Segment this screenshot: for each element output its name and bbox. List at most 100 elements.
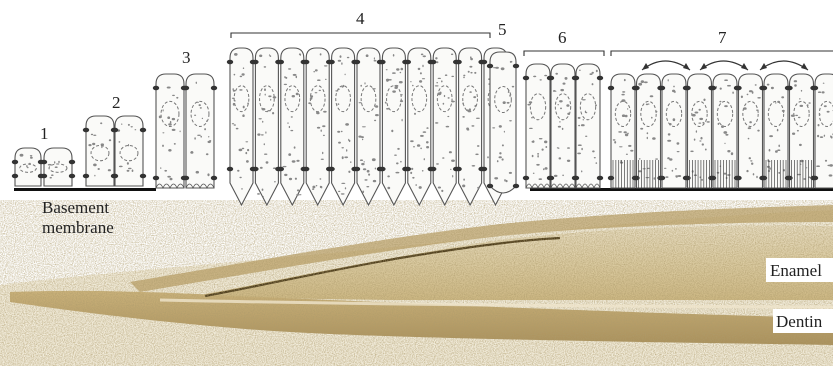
- cell-organelle: [795, 115, 798, 116]
- cell-membrane: [688, 74, 712, 188]
- cell-organelle: [290, 130, 293, 131]
- cell-junction: [278, 167, 284, 172]
- cell-organelle: [322, 152, 323, 154]
- cell-organelle: [287, 122, 288, 123]
- cell-organelle: [545, 146, 547, 148]
- cell-organelle: [400, 161, 402, 163]
- cell-organelle: [202, 118, 203, 119]
- cell-organelle: [756, 176, 758, 178]
- cell-organelle: [363, 168, 366, 170]
- cell-organelle: [348, 171, 350, 173]
- cell-junction: [761, 86, 767, 91]
- cell-organelle: [775, 150, 778, 153]
- cell-organelle: [180, 131, 181, 133]
- cell-organelle: [284, 84, 287, 85]
- cell-organelle: [162, 145, 164, 147]
- cell-organelle: [267, 110, 271, 111]
- dentin-label: Dentin: [776, 312, 823, 331]
- cell-organelle: [820, 136, 823, 138]
- cell-organelle: [777, 149, 780, 151]
- cell-organelle: [341, 62, 342, 65]
- cell-organelle: [441, 190, 443, 192]
- cell-organelle: [20, 154, 24, 157]
- cell-organelle: [466, 109, 469, 111]
- cell-junction: [354, 60, 360, 65]
- cell-organelle: [748, 127, 751, 129]
- cell-organelle: [315, 92, 318, 93]
- cell-organelle: [247, 149, 249, 151]
- cell-membrane: [433, 48, 456, 205]
- cell-junction: [684, 86, 690, 91]
- cell-organelle: [646, 104, 648, 106]
- cell-organelle: [410, 172, 412, 174]
- cell-organelle: [449, 151, 452, 153]
- cell-organelle: [621, 99, 625, 102]
- cell-organelle: [200, 107, 202, 109]
- cell-organelle: [310, 95, 313, 97]
- cell-organelle: [426, 146, 429, 148]
- cell-organelle: [703, 99, 705, 102]
- cell-organelle: [544, 141, 547, 144]
- cell-organelle: [168, 149, 171, 152]
- cell-organelle: [769, 149, 771, 152]
- cell-organelle: [487, 156, 489, 158]
- cell-organelle: [412, 177, 414, 179]
- cell-organelle: [677, 151, 680, 152]
- cell-organelle: [441, 80, 443, 82]
- cell-organelle: [778, 145, 780, 148]
- cell-organelle: [462, 102, 464, 104]
- cell-organelle: [724, 79, 728, 81]
- cell-organelle: [54, 161, 55, 164]
- cell-junction: [153, 176, 159, 181]
- cell-organelle: [288, 68, 291, 69]
- cell-organelle: [817, 135, 819, 138]
- cell-organelle: [798, 117, 801, 118]
- cell-organelle: [497, 160, 499, 162]
- ameloblast-cell: [252, 48, 281, 205]
- cell-organelle: [797, 130, 799, 132]
- cell-organelle: [296, 194, 299, 196]
- cell-organelle: [296, 160, 299, 162]
- cell-organelle: [237, 170, 239, 172]
- cell-junction: [405, 60, 411, 65]
- cell-organelle: [167, 176, 171, 178]
- cell-organelle: [412, 85, 414, 87]
- cell-organelle: [323, 135, 325, 136]
- cell-organelle: [567, 160, 570, 162]
- cell-organelle: [308, 102, 311, 104]
- cell-organelle: [362, 191, 364, 194]
- cell-organelle: [507, 102, 510, 104]
- histology-section: [0, 200, 833, 366]
- ameloblast-cell: [455, 48, 484, 205]
- cell-organelle: [234, 100, 235, 102]
- cell-organelle: [263, 196, 264, 197]
- cell-organelle: [232, 123, 234, 124]
- cell-organelle: [596, 162, 598, 164]
- cell-organelle: [239, 89, 242, 91]
- cell-organelle: [247, 103, 249, 105]
- cell-organelle: [436, 82, 438, 83]
- cell-organelle: [257, 193, 260, 195]
- cell-organelle: [695, 112, 699, 114]
- cell-organelle: [321, 159, 324, 160]
- cell-organelle: [651, 117, 653, 119]
- cell-organelle: [829, 174, 833, 176]
- ameloblast-cell: [735, 74, 765, 188]
- cell-organelle: [544, 75, 547, 77]
- cell-organelle: [751, 163, 753, 165]
- cell-organelle: [362, 126, 366, 127]
- modulation-arrow-head: [683, 63, 690, 70]
- stage-number-7: 7: [718, 28, 727, 47]
- cell-organelle: [630, 150, 633, 152]
- cell-organelle: [492, 127, 495, 128]
- cell-organelle: [647, 137, 648, 139]
- cell-junction: [523, 76, 529, 81]
- cell-organelle: [536, 164, 540, 166]
- cell-organelle: [650, 95, 654, 97]
- cell-junction: [812, 86, 818, 91]
- modulation-arrow-head: [642, 63, 649, 70]
- cell-junction: [487, 184, 493, 189]
- cell-organelle: [595, 104, 597, 106]
- cell-organelle: [259, 118, 262, 119]
- cell-junction: [379, 60, 385, 65]
